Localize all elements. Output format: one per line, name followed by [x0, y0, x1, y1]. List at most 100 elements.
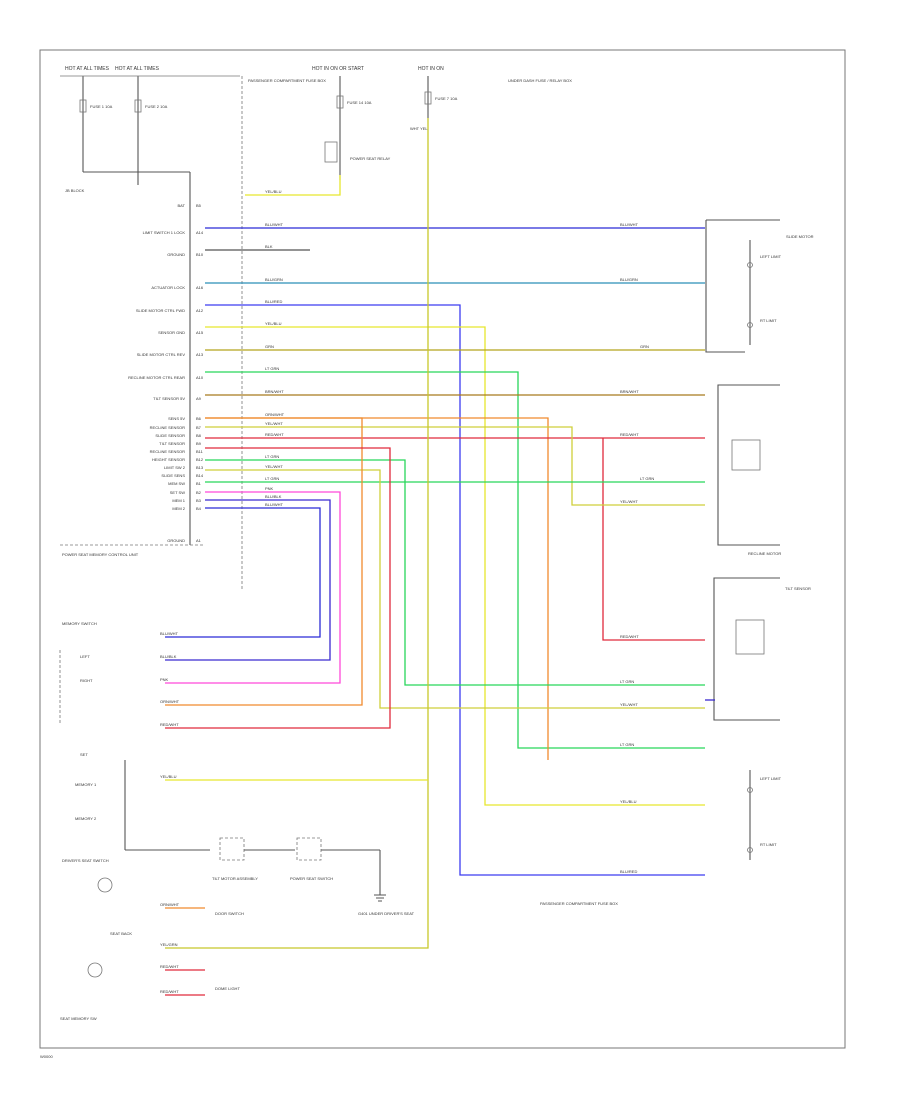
module-pin-label: GROUND	[167, 538, 185, 543]
module-title: POWER SEAT MEMORY CONTROL UNIT	[62, 552, 139, 557]
tilt-sensor-icon	[735, 619, 765, 655]
wire-label: LT GRN	[620, 679, 634, 684]
dome-label: DOME LIGHT	[215, 986, 240, 991]
wire	[205, 426, 705, 506]
wire	[165, 118, 429, 949]
wire-label: RED/WHT	[620, 634, 639, 639]
module-pin-label: SET SW	[170, 490, 185, 495]
module-pin-number: A16	[196, 285, 204, 290]
wire-label: BLU/WHT	[265, 222, 284, 227]
ign-fuse-label: FUSE 14 10A	[347, 100, 372, 105]
wire	[205, 326, 705, 806]
module-pin-number: B10	[196, 252, 204, 257]
wire-label: YEL/BLU	[620, 799, 637, 804]
wire-label: RED/WHT	[160, 964, 179, 969]
wire-label: ORN/WHT	[160, 902, 180, 907]
module-pin-number: B12	[196, 457, 204, 462]
wire-label: YEL/BLU	[160, 774, 177, 779]
wire	[602, 438, 705, 641]
module-pin-label: LIMIT SW 2	[164, 465, 186, 470]
start-fuse-label: FUSE 7 10A	[435, 96, 458, 101]
lamp-icon-2	[87, 962, 103, 978]
limit-right-label: RT LIMIT	[760, 318, 777, 323]
module-pin-number: B8	[196, 433, 202, 438]
module-pin-label: MEM 1	[172, 498, 185, 503]
module-pin-label: SLIDE MOTOR CTRL FWD	[136, 308, 185, 313]
panel-label: PASSENGER COMPARTMENT FUSE BOX	[248, 78, 326, 83]
start-title: HOT IN ON	[418, 66, 444, 72]
ground-label: G401 UNDER DRIVER'S SEAT	[358, 911, 415, 916]
wire-label: PNK	[160, 677, 169, 682]
module-pin-number: A12	[196, 308, 204, 313]
wire-label: BLK	[265, 244, 273, 249]
wire-label: BLU/WHT	[620, 222, 639, 227]
module-pin-label: LIMIT SWITCH 1 LOCK	[143, 230, 186, 235]
wire-label: YEL/BLU	[265, 189, 282, 194]
fuse-a-title: HOT AT ALL TIMES	[65, 66, 110, 72]
wire	[205, 304, 705, 876]
module-pin-label: RECLINE SENSOR	[150, 449, 185, 454]
door-label: DOOR SWITCH	[215, 911, 244, 916]
wire-label: RED/WHT	[160, 989, 179, 994]
module-pin-label: RECLINE SENSOR	[150, 425, 185, 430]
module-pin-label: ACTUATOR LOCK	[151, 285, 185, 290]
wire-label: YEL/BLU	[265, 321, 282, 326]
module-pin-label: TILT SENSOR	[159, 441, 185, 446]
sw-mem2-label: MEMORY 2	[75, 816, 97, 821]
module-pin-label: GROUND	[167, 252, 185, 257]
wire-label: BLU/BLK	[160, 654, 177, 659]
wire	[205, 469, 705, 709]
module-pin-number: B1	[196, 481, 202, 486]
slide-motor-box	[705, 219, 780, 353]
lower-limit-right-label: RT LIMIT	[760, 842, 777, 847]
module-pin-label: SENSOR GND	[158, 330, 185, 335]
lower-right-label: PASSENGER COMPARTMENT FUSE BOX	[540, 901, 618, 906]
module-pin-number: B2	[196, 490, 202, 495]
rotary-a-box	[219, 837, 245, 861]
wire	[205, 459, 705, 686]
ign-title: HOT IN ON OR START	[312, 66, 364, 72]
fuse-section: HOT AT ALL TIMES HOT AT ALL TIMES FUSE 1…	[60, 66, 572, 590]
module-pin-label: TILT SENSOR 5V	[153, 396, 185, 401]
memory-switch-label: MEMORY SWITCH	[62, 621, 97, 626]
start-wire-label: WHT YEL	[410, 126, 428, 131]
sw-right-label: RIGHT	[80, 678, 93, 683]
wire-label: BRN/WHT	[265, 389, 284, 394]
junction-label: JB BLOCK	[65, 188, 85, 193]
module-pin-number: B5	[196, 203, 202, 208]
slide-motor-label: SLIDE MOTOR	[786, 234, 814, 239]
module-pin-number: A1	[196, 538, 202, 543]
tilt-sensor-box	[713, 577, 780, 721]
module-pin-number: B6	[196, 416, 202, 421]
wire-label: ORN/WHT	[265, 412, 285, 417]
wire-label: GRN	[640, 344, 649, 349]
wire-label: ORN/WHT	[160, 699, 180, 704]
wire	[205, 417, 549, 760]
module-pin-number: A13	[196, 352, 204, 357]
wire-label: BLU/GRN	[265, 277, 283, 282]
seat-back-label: SEAT BACK	[110, 931, 132, 936]
module-pin-number: A14	[196, 230, 204, 235]
wire-label: LT GRN	[620, 742, 634, 747]
module-pin-label: BAT	[178, 203, 186, 208]
fuse-a-icon	[79, 99, 87, 113]
module-pin-number: B3	[196, 498, 202, 503]
sw-left-label: LEFT	[80, 654, 90, 659]
footer-code: W0000	[40, 1054, 53, 1059]
wire-label: BLU/RED	[620, 869, 637, 874]
recline-motor-label: RECLINE MOTOR	[748, 551, 781, 556]
wire-label: LT GRN	[265, 454, 279, 459]
memory-switch: MEMORY SWITCH LEFT RIGHT SET MEMORY 1 ME…	[40, 621, 618, 1059]
wire-label: BLU/BLK	[265, 494, 282, 499]
recline-motor-box	[717, 384, 780, 546]
wire-label: BRN/WHT	[620, 389, 639, 394]
wire-label: YEL/WHT	[620, 499, 638, 504]
wire	[165, 491, 341, 684]
diagram-frame	[39, 49, 846, 1049]
tilt-sensor-label: TILT SENSOR	[785, 586, 811, 591]
module-pin-label: SLIDE MOTOR CTRL REV	[137, 352, 186, 357]
module-pin-label: MEM 2	[172, 506, 185, 511]
wire-label: YEL/WHT	[265, 421, 283, 426]
